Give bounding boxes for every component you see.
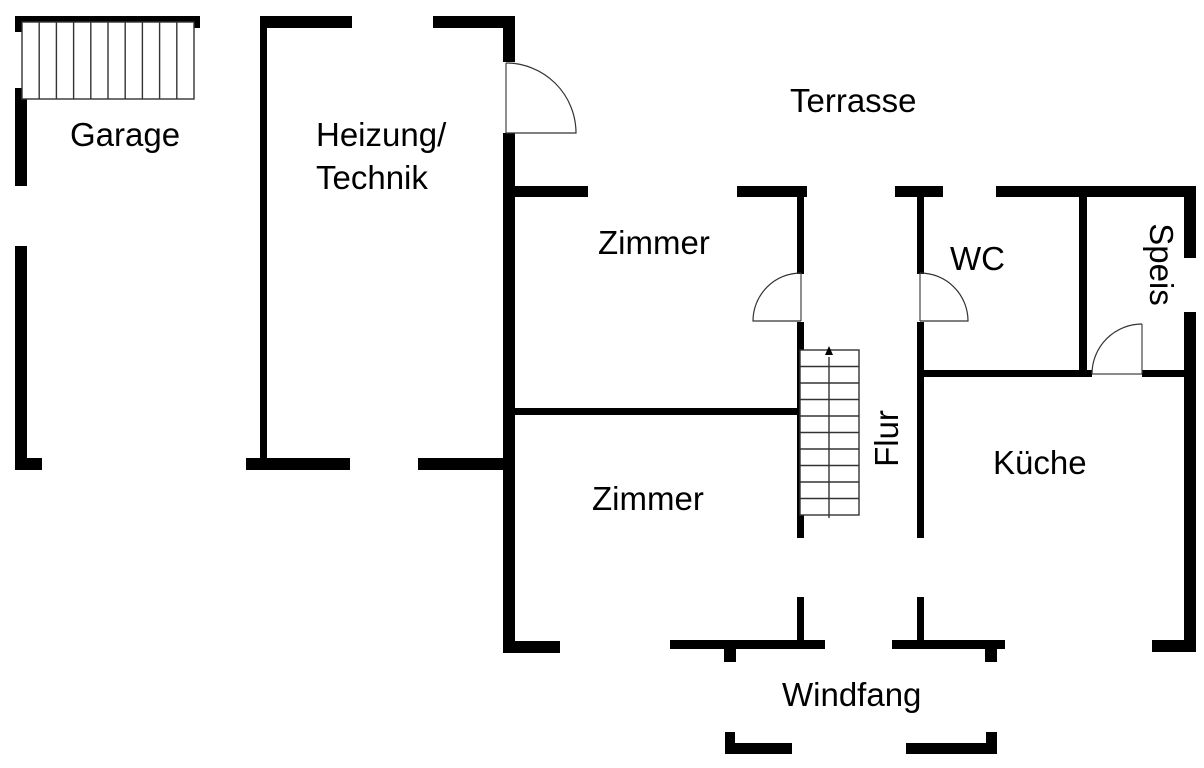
wall (797, 186, 804, 274)
wall (15, 16, 23, 32)
wall (503, 16, 515, 62)
wall (15, 458, 42, 470)
room-label-zimmer-bottom: Zimmer (592, 480, 704, 517)
wall (1079, 196, 1087, 372)
wall (917, 597, 924, 645)
wall (892, 640, 1005, 649)
wall (737, 186, 807, 197)
wall (503, 641, 560, 653)
heizung-walls (246, 16, 560, 653)
wc-walls (917, 186, 1192, 538)
room-label-wc: WC (950, 240, 1005, 277)
stair-treads (38, 22, 178, 99)
wall (906, 743, 997, 754)
wall (503, 133, 515, 653)
door-swing-arc (505, 62, 577, 134)
door-swing-arc (752, 272, 802, 322)
heizung-door[interactable] (505, 62, 577, 134)
door-swing-arc (919, 272, 969, 322)
room-label-kueche: Küche (993, 444, 1087, 481)
room-label-flur: Flur (867, 410, 905, 467)
wc-door[interactable] (919, 272, 969, 322)
room-label-windfang: Windfang (782, 676, 922, 713)
room-label-garage: Garage (70, 116, 181, 153)
wall (260, 16, 267, 468)
wall (246, 458, 350, 470)
wall (1184, 312, 1196, 650)
room-label-zimmer-top: Zimmer (598, 224, 710, 261)
wall (433, 16, 515, 28)
wall (515, 408, 800, 415)
north-walls (503, 186, 1196, 650)
garage-stair (21, 21, 195, 100)
wall (917, 186, 924, 274)
wall (260, 16, 352, 28)
wall (920, 370, 1092, 377)
wall (985, 646, 997, 662)
wall (418, 458, 515, 470)
wall (1184, 186, 1196, 258)
room-label-speis: Speis (1142, 223, 1180, 306)
door-swing-arc (1091, 323, 1143, 375)
wall (503, 186, 588, 197)
wall (15, 88, 27, 186)
wall (1142, 370, 1192, 377)
south-walls (670, 597, 1196, 662)
room-label-terrasse: Terrasse (790, 82, 917, 119)
room-label-heizung-line2: Technik (316, 159, 428, 196)
zimmer-door[interactable] (752, 272, 802, 322)
windfang-walls (725, 732, 997, 754)
wall (724, 646, 736, 662)
speis-door[interactable] (1091, 323, 1143, 375)
wall (1152, 640, 1196, 652)
flur-stair (799, 346, 860, 518)
wall (996, 186, 1196, 197)
wall (670, 640, 825, 649)
wall (15, 246, 27, 468)
wall (725, 743, 792, 754)
room-label-heizung-line1: Heizung/ (316, 116, 447, 153)
wall (917, 322, 924, 538)
wall (797, 597, 804, 645)
stair-arrow-icon (825, 346, 833, 355)
